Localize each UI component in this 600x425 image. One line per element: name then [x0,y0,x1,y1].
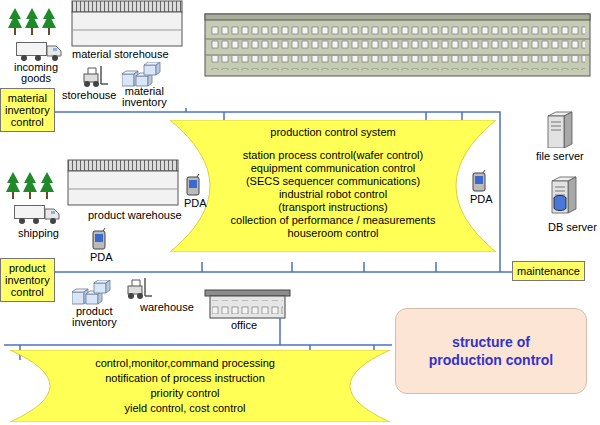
band-text-block: production control system station process… [170,126,496,240]
file-server-icon [548,112,572,148]
place-label: product inventory [72,306,117,328]
band-item: (SECS sequencer communications) [170,175,496,188]
band-item: (transport instructions) [170,201,496,214]
place-label: storehouse [62,90,116,101]
band-text-block: control,monitor,command processingnotifi… [60,356,310,416]
warehouse-building [68,160,178,205]
device-label: PDA [470,194,493,205]
band-item: notification of process instruction [60,371,310,386]
band-item: yield control, cost control [60,401,310,416]
band-item: equipment communication control [170,162,496,175]
truck-icon [15,206,60,225]
trees [6,172,54,199]
maintenance-box: maintenance [512,261,585,281]
title-text: structure of production control [416,333,566,369]
inventory-boxes [122,62,160,86]
truck-icon [17,43,62,62]
band-outline [170,120,496,252]
office-building [205,290,290,318]
building-label: office [231,320,257,331]
box-text: maintenance [517,265,580,277]
inventory-boxes [72,280,110,304]
device-label: PDA [184,198,207,209]
forklift-icon [84,66,108,87]
place-label: incoming goods [14,62,58,84]
inventory-control-box: material inventory control [0,88,55,132]
title-box: structure of production control [395,308,587,394]
device-label: PDA [90,252,113,263]
forklift-icon [128,278,152,299]
server-label: DB server [548,222,597,233]
building-label: product warehouse [88,210,182,221]
office-process-band: control,monitor,command processingnotifi… [10,350,390,422]
band-item: industrial robot control [170,188,496,201]
trees [8,8,56,35]
place-label: material inventory [122,86,167,108]
band-item: collection of performance / measurements [170,214,496,227]
server-label: file server [536,151,584,162]
pda-icon [93,228,105,249]
pda-icon [187,174,199,195]
band-heading: production control system [170,126,496,139]
band-item: priority control [60,386,310,401]
production-control-band: production control system station process… [170,120,496,252]
box-text: material inventory control [5,92,50,128]
band-outline [10,350,390,422]
band-item: houseroom control [170,227,496,240]
band-item: station process control(wafer control) [170,149,496,162]
inventory-control-box: product inventory control [0,258,55,302]
pda-icon [473,170,485,191]
band-item: control,monitor,command processing [60,356,310,371]
db-server-icon [552,177,576,213]
place-label: warehouse [140,302,194,313]
factory-building [205,14,590,76]
storehouse-building [72,1,182,46]
place-label: shipping [18,228,59,239]
box-text: product inventory control [5,262,50,298]
building-label: material storehouse [72,49,169,60]
